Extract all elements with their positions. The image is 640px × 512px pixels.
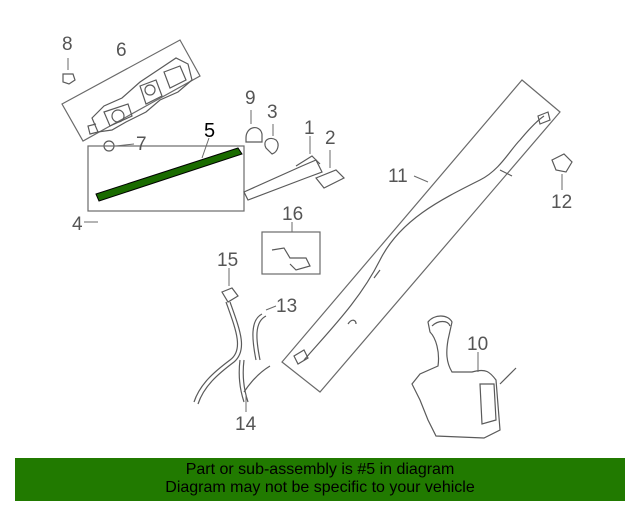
nozzle-part-15[interactable] [221,268,239,303]
callout-11: 11 [388,166,408,187]
wiper-arm-part-1[interactable] [243,136,323,201]
callout-10: 10 [467,334,488,355]
clip-part-12[interactable] [551,153,573,190]
wiper-blade-box [87,145,245,212]
washer-hose-assembly-part-11[interactable] [281,79,561,393]
callout-13: 13 [276,296,297,317]
callout-1: 1 [304,118,315,139]
callout-7: 7 [136,134,147,155]
callout-9: 9 [245,88,256,109]
cap-part-9[interactable] [245,110,263,143]
callout-6: 6 [116,40,127,61]
callout-16: 16 [282,204,303,225]
callout-14: 14 [235,414,257,435]
callout-12: 12 [551,192,572,213]
callout-3: 3 [267,102,278,123]
nut-part-3[interactable] [264,124,279,155]
washer-reservoir-part-10[interactable] [411,315,517,439]
callout-15: 15 [217,250,238,271]
bolt-part-8[interactable] [62,58,76,85]
cover-part-2[interactable] [315,150,346,189]
banner-line-1: Part or sub-assembly is #5 in diagram [185,461,455,478]
washer-hoses-part-13-14[interactable] [193,301,277,412]
wiper-motor-assembly[interactable] [61,39,201,142]
callout-5: 5 [204,120,215,142]
connector-part-16[interactable] [261,222,321,275]
callout-8: 8 [62,34,73,55]
wiper-blade-part-5[interactable] [95,137,243,202]
callout-2: 2 [325,128,336,149]
callout-4: 4 [72,214,83,235]
parts-diagram: 8 6 7 5 4 9 3 1 2 11 12 16 15 13 10 14 [61,34,573,439]
banner-line-2: Diagram may not be specific to your vehi… [165,479,475,496]
part-info-banner: Part or sub-assembly is #5 in diagram Di… [15,458,625,501]
